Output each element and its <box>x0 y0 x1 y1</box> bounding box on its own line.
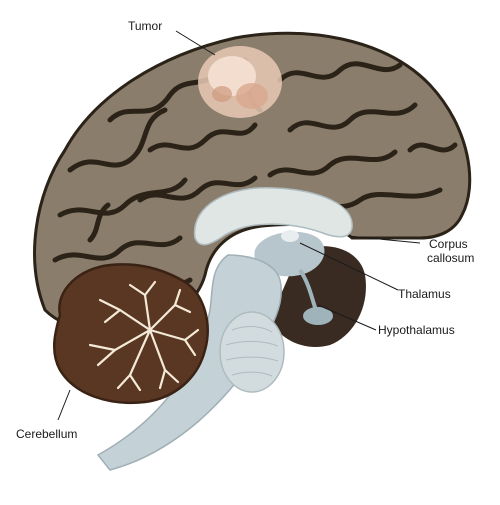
tumor-mass <box>198 46 282 118</box>
cerebellum <box>53 263 209 404</box>
leader-thalamus <box>299 242 399 291</box>
leader-lines <box>57 30 421 421</box>
thalamus <box>254 231 325 277</box>
label-hypothalamus: Hypothalamus <box>378 323 455 337</box>
label-thalamus: Thalamus <box>398 287 451 301</box>
leader-cerebellum <box>57 389 71 421</box>
corpus-callosum <box>193 186 353 246</box>
leader-hypothalamus <box>317 304 377 331</box>
thalamus-highlight <box>281 230 299 242</box>
pons-striations <box>225 326 279 377</box>
label-cerebellum: Cerebellum <box>16 427 78 441</box>
pituitary-stalk <box>298 268 318 311</box>
pons <box>219 311 285 393</box>
label-corpus-callosum-line2: callosum <box>427 251 475 265</box>
label-corpus-callosum-line1: Corpus <box>429 237 468 251</box>
hypothalamus <box>303 307 333 325</box>
leader-tumor <box>175 30 216 56</box>
leader-corpus-callosum <box>347 235 421 244</box>
label-tumor: Tumor <box>128 19 163 33</box>
